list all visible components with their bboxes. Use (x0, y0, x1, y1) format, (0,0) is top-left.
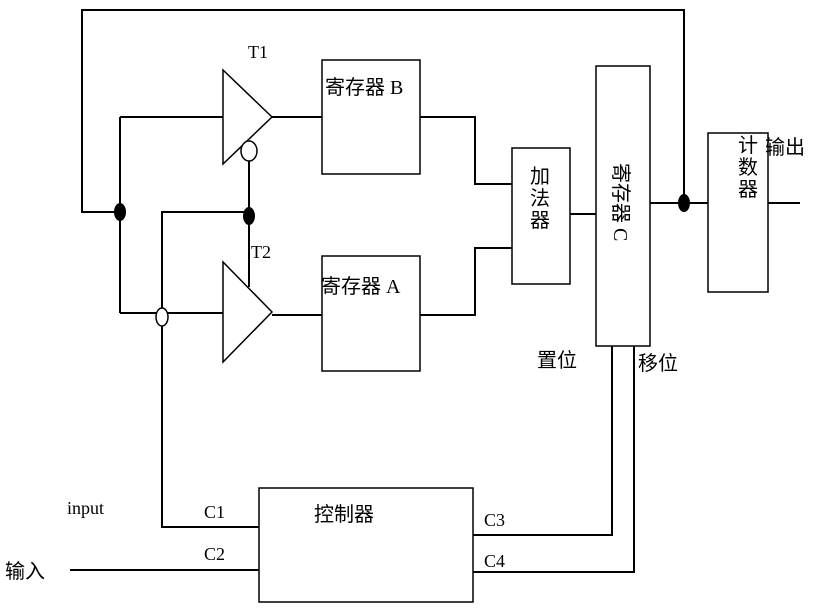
register-a-box (322, 256, 420, 371)
label-input-cn: 输入 (5, 560, 45, 583)
regb-to-adder-wire (420, 117, 512, 184)
label-set: 置位 (537, 349, 577, 372)
label-register-b: 寄存器 B (325, 76, 403, 99)
label-register-a: 寄存器 A (321, 275, 401, 298)
c1-wire (162, 212, 259, 527)
junction-dot-enable (243, 207, 255, 225)
label-c3: C3 (484, 510, 505, 530)
label-controller: 控制器 (314, 503, 374, 526)
label-counter-2: 数 (738, 156, 758, 179)
inverter-bubble-t1 (241, 141, 257, 161)
label-shift: 移位 (638, 352, 678, 375)
label-register-c: 寄存器 C (609, 163, 632, 241)
label-input-en: input (67, 498, 104, 518)
label-counter-3: 器 (738, 179, 758, 201)
rega-to-adder-wire (420, 248, 512, 315)
label-adder-2: 法 (530, 187, 550, 210)
label-c1: C1 (204, 502, 225, 522)
junction-dot-output (678, 194, 690, 212)
buffer-t2 (223, 262, 272, 362)
c4-wire (473, 346, 634, 572)
c3-wire (473, 346, 612, 535)
label-t2: T2 (251, 242, 271, 262)
label-counter-1: 计 (738, 134, 758, 157)
label-c2: C2 (204, 544, 225, 564)
label-output: 输出 (765, 136, 805, 159)
label-t1: T1 (248, 42, 268, 62)
label-adder-1: 加 (530, 165, 550, 188)
label-adder-3: 器 (530, 210, 550, 232)
crossing-ring (156, 308, 168, 326)
junction-dot-left (114, 203, 126, 221)
label-c4: C4 (484, 551, 505, 571)
